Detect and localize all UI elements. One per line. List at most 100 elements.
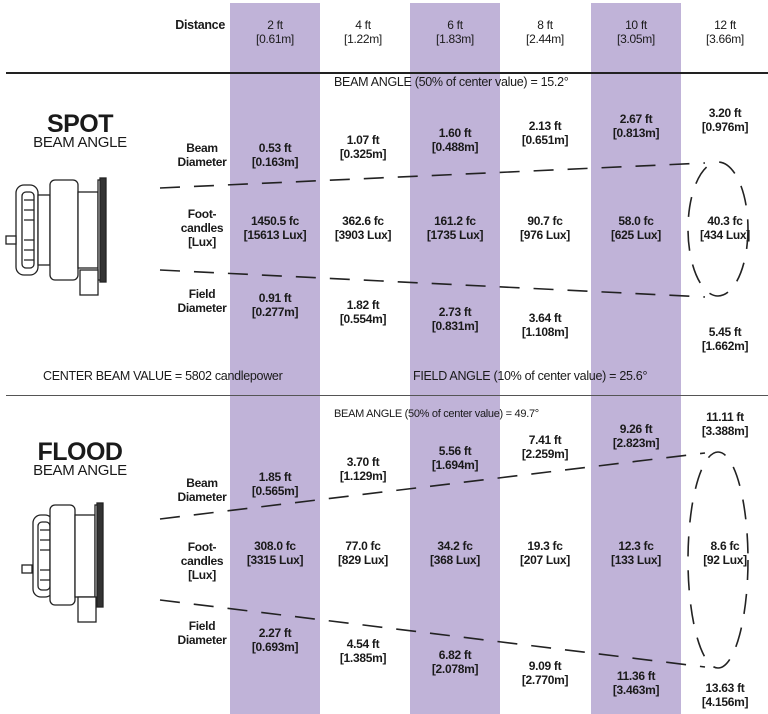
imperial-value: 1.07 ft xyxy=(346,133,380,147)
row-label-line: [Lux] xyxy=(188,235,216,249)
metric-value: [1.694m] xyxy=(431,458,479,472)
imperial-value: 3.70 ft xyxy=(346,455,380,469)
spot-beam-angle-note: BEAM ANGLE (50% of center value) = 15.2° xyxy=(334,75,569,89)
metric-value: [92 Lux] xyxy=(703,553,747,567)
spot-fc-value: 40.3 fc[434 Lux] xyxy=(680,214,768,242)
header-divider xyxy=(6,72,768,74)
metric-value: [207 Lux] xyxy=(520,553,570,567)
flood-fc-value: 19.3 fc[207 Lux] xyxy=(500,539,590,567)
metric-value: [0.565m] xyxy=(251,484,299,498)
flood-fixture-icon xyxy=(21,502,104,623)
spot-beam-edge-top xyxy=(159,162,706,189)
imperial-value: 1.85 ft xyxy=(258,470,292,484)
imperial-value: 77.0 fc xyxy=(345,539,381,553)
metric-value: [0.831m] xyxy=(431,319,479,333)
imperial-value: 11.36 ft xyxy=(616,669,656,683)
metric-value: [0.277m] xyxy=(251,305,299,319)
spot-title: SPOT xyxy=(46,110,114,138)
imperial-value: 13.63 ft xyxy=(705,681,745,695)
distance-m: [2.44m] xyxy=(526,32,564,46)
metric-value: [976 Lux] xyxy=(520,228,570,242)
flood-title: FLOOD xyxy=(37,438,124,466)
imperial-value: 6.82 ft xyxy=(438,648,472,662)
imperial-value: 58.0 fc xyxy=(618,214,654,228)
imperial-value: 3.20 ft xyxy=(708,106,742,120)
flood-subtitle: BEAM ANGLE xyxy=(33,462,127,479)
metric-value: [434 Lux] xyxy=(700,228,750,242)
distance-header-4: 10 ft[3.05m] xyxy=(591,18,681,46)
row-label-line: Beam xyxy=(186,141,218,155)
metric-value: [0.325m] xyxy=(339,147,387,161)
row-label-line: candles xyxy=(180,221,224,235)
imperial-value: 34.2 fc xyxy=(437,539,473,553)
distance-header-2: 6 ft[1.83m] xyxy=(410,18,500,46)
imperial-value: 2.27 ft xyxy=(258,626,292,640)
metric-value: [3.388m] xyxy=(701,424,749,438)
metric-value: [2.259m] xyxy=(521,447,569,461)
metric-value: [3903 Lux] xyxy=(334,228,392,242)
distance-header-1: 4 ft[1.22m] xyxy=(318,18,408,46)
flood-row-label-fc: Foot-candles[Lux] xyxy=(162,540,242,582)
imperial-value: 161.2 fc xyxy=(434,214,476,228)
metric-value: [15613 Lux] xyxy=(243,228,307,242)
row-label-line: Diameter xyxy=(177,490,227,504)
imperial-value: 0.91 ft xyxy=(258,291,292,305)
column-band-2ft xyxy=(230,3,320,714)
spot-fc-value: 90.7 fc[976 Lux] xyxy=(500,214,590,242)
metric-value: [368 Lux] xyxy=(430,553,480,567)
metric-value: [0.554m] xyxy=(339,312,387,326)
metric-value: [625 Lux] xyxy=(611,228,661,242)
flood-beam-value: 11.11 ft[3.388m] xyxy=(680,410,768,438)
spot-field-value: 3.64 ft[1.108m] xyxy=(500,311,590,339)
distance-m: [3.66m] xyxy=(706,32,744,46)
spot-beam-value: 1.07 ft[0.325m] xyxy=(318,133,408,161)
row-label-line: Foot- xyxy=(187,540,217,554)
flood-beam-edge-top xyxy=(159,452,706,520)
imperial-value: 1450.5 fc xyxy=(250,214,299,228)
distance-m: [0.61m] xyxy=(256,32,294,46)
metric-value: [1.385m] xyxy=(339,651,387,665)
spot-beam-value: 2.67 ft[0.813m] xyxy=(591,112,681,140)
distance-m: [3.05m] xyxy=(617,32,655,46)
imperial-value: 40.3 fc xyxy=(707,214,743,228)
metric-value: [1.662m] xyxy=(701,339,749,353)
distance-header-5: 12 ft[3.66m] xyxy=(680,18,768,46)
metric-value: [0.813m] xyxy=(612,126,660,140)
flood-beam-value: 9.26 ft[2.823m] xyxy=(591,422,681,450)
imperial-value: 9.09 ft xyxy=(528,659,562,673)
row-label-line: Foot- xyxy=(187,207,217,221)
metric-value: [0.651m] xyxy=(521,133,569,147)
flood-fc-value: 8.6 fc[92 Lux] xyxy=(680,539,768,567)
spot-fc-value: 161.2 fc[1735 Lux] xyxy=(410,214,500,242)
metric-value: [0.488m] xyxy=(431,140,479,154)
section-divider xyxy=(6,395,768,396)
row-label-line: Field xyxy=(188,287,216,301)
spot-beam-value: 1.60 ft[0.488m] xyxy=(410,126,500,154)
distance-ft: 4 ft xyxy=(355,18,371,32)
column-band-10ft xyxy=(591,3,681,714)
spot-fixture-icon xyxy=(5,177,107,296)
imperial-value: 8.6 fc xyxy=(710,539,740,553)
flood-beam-ellipse xyxy=(687,451,749,669)
spot-field-value: 5.45 ft[1.662m] xyxy=(680,325,768,353)
metric-value: [0.693m] xyxy=(251,640,299,654)
row-label-line: Field xyxy=(188,619,216,633)
imperial-value: 7.41 ft xyxy=(528,433,562,447)
flood-fc-value: 34.2 fc[368 Lux] xyxy=(410,539,500,567)
metric-value: [3.463m] xyxy=(612,683,660,697)
metric-value: [4.156m] xyxy=(701,695,749,709)
metric-value: [1.108m] xyxy=(521,325,569,339)
imperial-value: 362.6 fc xyxy=(342,214,384,228)
row-label-line: Diameter xyxy=(177,301,227,315)
spot-field-value: 1.82 ft[0.554m] xyxy=(318,298,408,326)
imperial-value: 9.26 ft xyxy=(619,422,653,436)
imperial-value: 5.45 ft xyxy=(708,325,742,339)
spot-beam-ellipse xyxy=(687,161,749,297)
flood-beam-value: 5.56 ft[1.694m] xyxy=(410,444,500,472)
flood-beam-angle-note: BEAM ANGLE (50% of center value) = 49.7° xyxy=(334,408,539,420)
spot-beam-value: 0.53 ft[0.163m] xyxy=(230,141,320,169)
metric-value: [1.129m] xyxy=(339,469,387,483)
imperial-value: 90.7 fc xyxy=(527,214,563,228)
